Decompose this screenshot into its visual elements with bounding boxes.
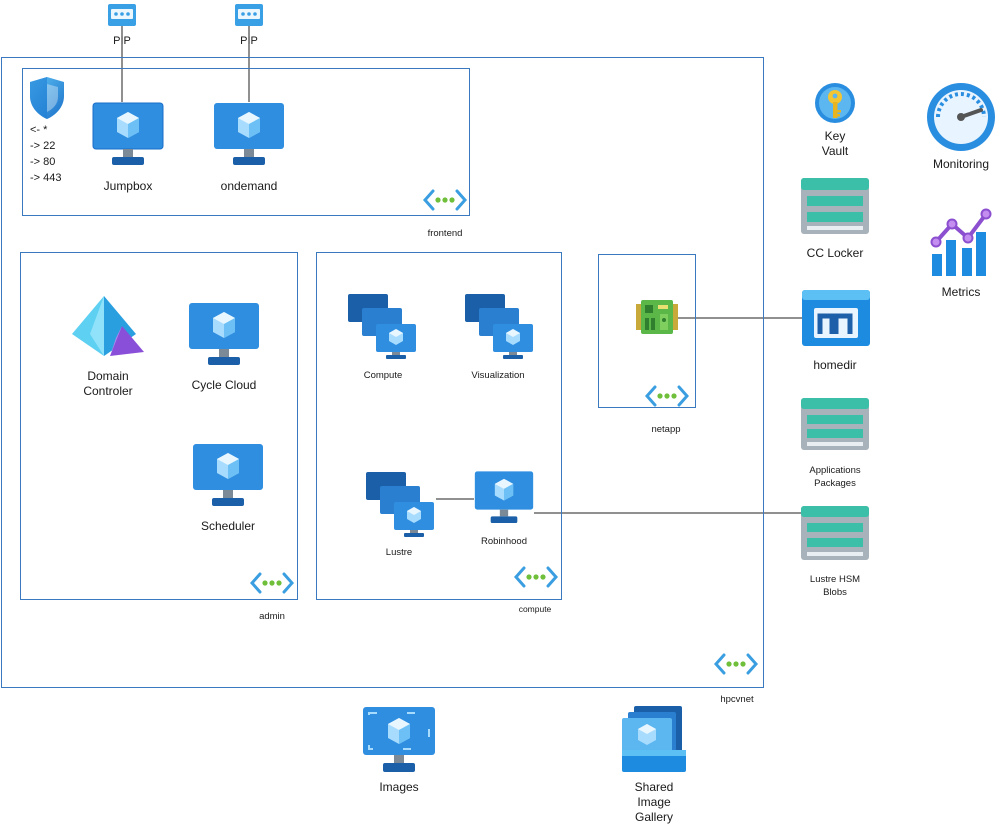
vnet-hpcvnet[interactable] (1, 57, 764, 688)
nsg-rule: <- * (30, 124, 48, 136)
vm-image-icon[interactable] (362, 706, 436, 774)
vmss-icon[interactable] (348, 294, 418, 360)
vm-icon[interactable] (213, 102, 285, 168)
node-label: Visualization (471, 370, 525, 381)
bottom-label: Shared Image Gallery (634, 780, 674, 824)
service-label: Applications Packages (809, 465, 861, 489)
service-label: CC Locker (806, 246, 864, 260)
nsg-rule: -> 443 (30, 172, 62, 184)
vm-icon[interactable] (188, 302, 260, 368)
storage-icon[interactable] (801, 178, 869, 234)
gauge-icon[interactable] (926, 82, 996, 152)
monitoring-label: Metrics (941, 285, 981, 299)
service-label: Key Vault (821, 129, 849, 158)
vm-icon[interactable] (192, 443, 264, 509)
vm-icon[interactable] (474, 470, 534, 526)
node-label: Lustre (385, 547, 413, 558)
service-label: Lustre HSM Blobs (809, 574, 861, 598)
file-share-icon[interactable] (802, 290, 870, 346)
node-label: Domain Controler (83, 369, 133, 398)
vnet-icon (714, 652, 758, 676)
shield-icon[interactable] (28, 76, 66, 120)
storage-icon[interactable] (801, 398, 869, 450)
netapp-files-icon[interactable] (636, 300, 678, 334)
vnet-label: hpcvnet (720, 694, 754, 705)
subnet-admin[interactable] (20, 252, 298, 600)
subnet-netapp[interactable] (598, 254, 696, 408)
node-label: ondemand (220, 179, 278, 193)
public-ip-label: PIP (113, 35, 131, 47)
public-ip-icon[interactable] (108, 4, 136, 26)
subnet-icon (250, 571, 294, 595)
vmss-icon[interactable] (366, 472, 436, 538)
subnet-compute[interactable] (316, 252, 562, 600)
subnet-label: admin (259, 611, 285, 622)
bottom-label: Images (379, 780, 419, 794)
monitoring-label: Monitoring (932, 157, 990, 171)
node-label: Robinhood (481, 536, 527, 547)
subnet-label: frontend (427, 228, 463, 239)
subnet-icon (423, 188, 467, 212)
public-ip-label: PIP (240, 35, 258, 47)
vmss-icon[interactable] (465, 294, 535, 360)
key-icon[interactable] (814, 82, 856, 124)
subnet-frontend[interactable] (22, 68, 470, 216)
subnet-icon (514, 565, 558, 589)
public-ip-icon[interactable] (235, 4, 263, 26)
subnet-label: compute (518, 604, 552, 614)
service-label: homedir (813, 358, 857, 372)
node-label: Jumpbox (103, 179, 153, 193)
subnet-icon (645, 384, 689, 408)
subnet-label: netapp (651, 424, 681, 435)
active-directory-icon[interactable] (70, 294, 146, 360)
image-gallery-icon[interactable] (620, 706, 688, 776)
node-label: Cycle Cloud (191, 378, 257, 392)
storage-icon[interactable] (801, 506, 869, 560)
vm-icon[interactable] (92, 102, 164, 168)
node-label: Compute (363, 370, 403, 381)
node-label: Scheduler (200, 519, 256, 533)
metrics-chart-icon[interactable] (928, 208, 996, 278)
nsg-rule: -> 80 (30, 156, 56, 168)
nsg-rule: -> 22 (30, 140, 56, 152)
